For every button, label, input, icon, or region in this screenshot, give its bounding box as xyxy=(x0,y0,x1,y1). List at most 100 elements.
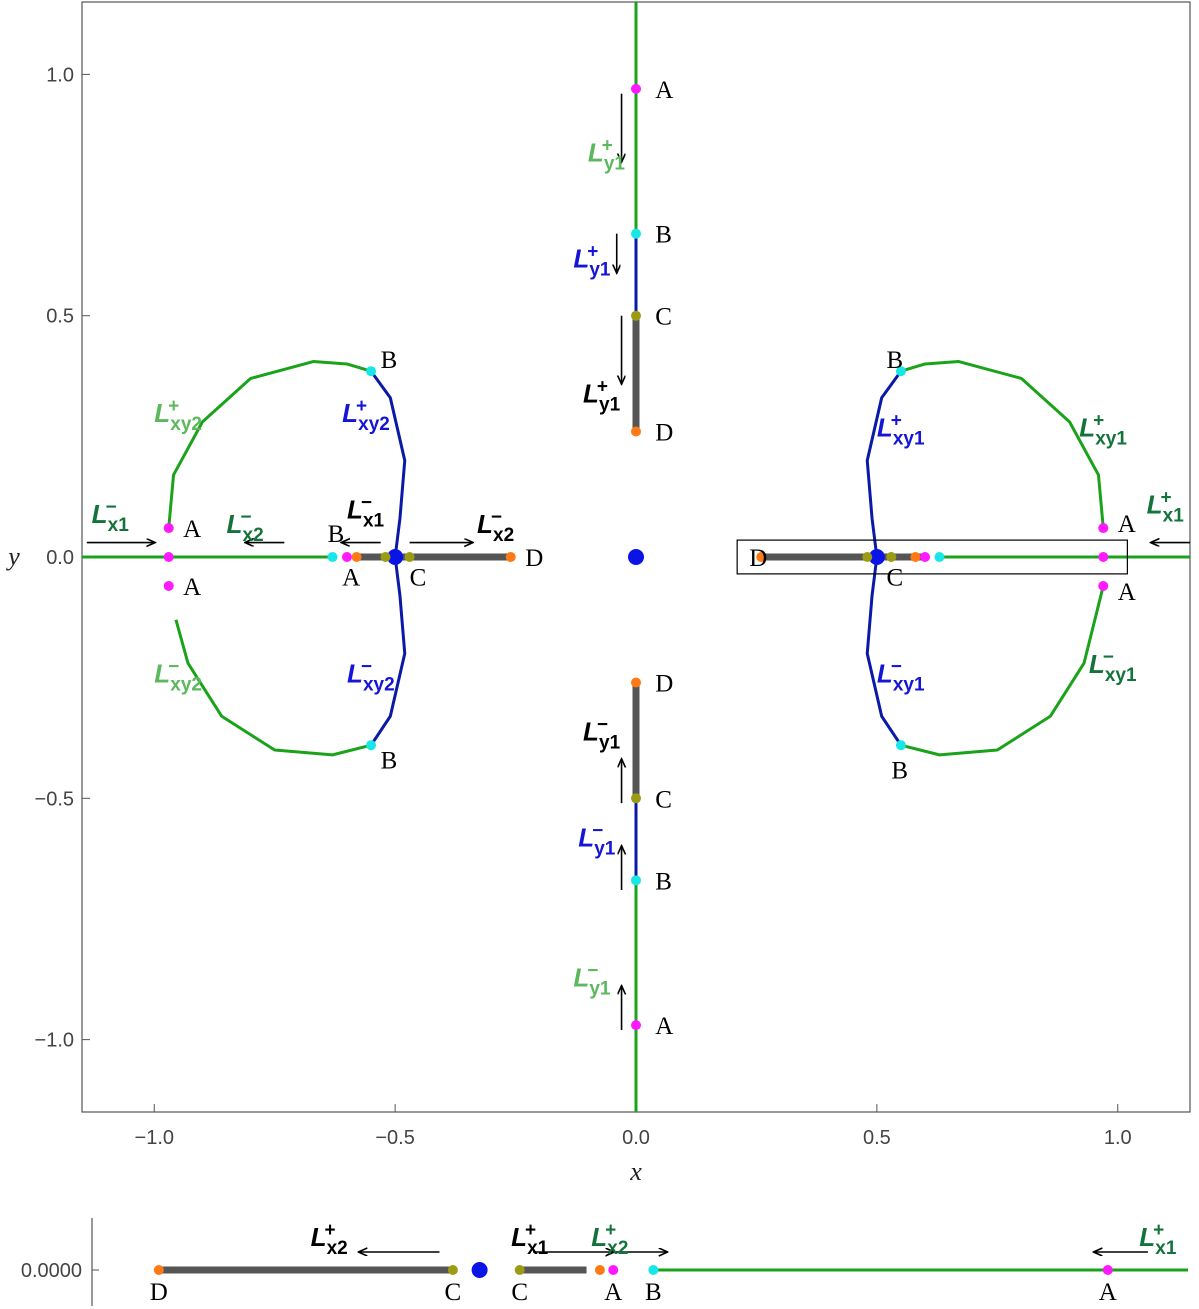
curve-label-sup: − xyxy=(361,656,372,677)
curve-label-sup: − xyxy=(361,492,372,513)
curve-label-sub: xy1 xyxy=(893,674,925,695)
curve-label: L−xy2 xyxy=(347,656,395,695)
curve-label-sup: − xyxy=(592,821,603,842)
curve-label-sub: xy2 xyxy=(170,414,202,435)
data-point xyxy=(163,580,174,591)
x-tick-label: 1.0 xyxy=(1104,1127,1132,1149)
curve-label-sub: x1 xyxy=(108,515,130,536)
data-point xyxy=(631,677,641,688)
curve-label: L+x1 xyxy=(511,1220,549,1259)
data-point xyxy=(341,552,352,562)
curve-label-sup: − xyxy=(491,507,502,528)
curve-label: L+y1 xyxy=(583,377,621,416)
data-point xyxy=(886,552,897,562)
curve-label-sub: x2 xyxy=(243,525,264,546)
curve-label-sup: + xyxy=(605,1220,616,1241)
curve-label-sub: y1 xyxy=(589,259,611,280)
curve-label-base: L xyxy=(511,1222,527,1252)
data-point xyxy=(163,523,174,534)
curve-label: L+y1 xyxy=(573,241,611,280)
curve-label-sub: x2 xyxy=(327,1238,348,1259)
inset-point xyxy=(648,1265,659,1275)
point-label: B xyxy=(887,347,904,374)
data-point xyxy=(1098,552,1109,562)
x-tick-label: 0.5 xyxy=(863,1127,891,1149)
point-label: D xyxy=(655,670,673,697)
data-point xyxy=(631,1020,641,1031)
point-label: B xyxy=(655,868,672,895)
point-label: A xyxy=(342,564,360,591)
y-axis-title: y xyxy=(5,542,20,571)
zoom-box xyxy=(736,539,1128,575)
curve-label-sup: + xyxy=(1161,488,1172,509)
curve-label-base: L xyxy=(154,398,170,428)
point-label: D xyxy=(749,545,767,572)
curve-label-sub: x1 xyxy=(1155,1238,1177,1259)
curve-label: L+xy1 xyxy=(1079,410,1127,449)
curve-label-sub: xy2 xyxy=(358,414,390,435)
curve-label: L+x1 xyxy=(1147,488,1185,527)
curve-label-sup: + xyxy=(602,135,613,156)
curve-label-sub: y1 xyxy=(589,979,611,1000)
curve-label: L−x1 xyxy=(347,492,385,531)
curve-label-sub: y1 xyxy=(594,839,616,860)
data-point xyxy=(366,366,377,377)
y-tick-label: 0.0 xyxy=(46,547,74,569)
inset-point xyxy=(153,1265,164,1275)
data-point xyxy=(631,426,641,437)
y-tick-label: 1.0 xyxy=(46,64,74,86)
curve-label-sup: + xyxy=(891,410,902,431)
curve-label-sup: + xyxy=(1153,1220,1164,1241)
curve-label: L−y1 xyxy=(583,714,621,753)
curve-label-sub: xy1 xyxy=(1095,428,1127,449)
curve-label-base: L xyxy=(1147,490,1163,520)
data-point xyxy=(1098,523,1109,534)
point-label: A xyxy=(655,1013,673,1040)
curve-label-sup: + xyxy=(587,241,598,262)
curve-segment xyxy=(900,585,1105,757)
curve-label-sup: + xyxy=(597,377,608,398)
curve-segment xyxy=(174,619,372,757)
point-label: A xyxy=(1118,579,1136,606)
curve-label: L+x2 xyxy=(311,1220,348,1259)
data-point xyxy=(895,366,906,377)
data-point xyxy=(631,310,641,321)
curve-label-sup: − xyxy=(891,656,902,677)
curve-label-base: L xyxy=(477,509,493,539)
curve-label-sup: + xyxy=(1093,410,1104,431)
curve-label-base: L xyxy=(578,823,594,853)
curve-label-base: L xyxy=(573,243,589,273)
curve-label-sub: xy2 xyxy=(170,674,202,695)
curve-label-sub: y1 xyxy=(599,732,621,753)
curve-label-base: L xyxy=(877,412,893,442)
point-label: D xyxy=(525,545,543,572)
data-point xyxy=(631,793,641,804)
inset-point xyxy=(471,1262,488,1278)
curve-label-base: L xyxy=(154,658,170,688)
curve-label-base: L xyxy=(583,716,599,746)
curve-label-sub: x2 xyxy=(607,1238,628,1259)
inset-point xyxy=(1102,1265,1113,1275)
inset-y-tick-label: 0.0000 xyxy=(21,1260,82,1282)
y-tick-label: −0.5 xyxy=(35,788,74,810)
data-point xyxy=(628,549,644,565)
curve-label: L+x1 xyxy=(1139,1220,1177,1259)
point-label: D xyxy=(655,420,673,447)
data-point xyxy=(404,552,415,562)
data-point xyxy=(631,875,641,886)
data-point xyxy=(327,552,338,562)
curve-label-sup: + xyxy=(324,1220,335,1241)
point-label: C xyxy=(655,786,672,813)
curve-label-sup: + xyxy=(356,396,367,417)
curve-label-sup: − xyxy=(168,656,179,677)
y-tick-label: −1.0 xyxy=(35,1030,74,1052)
curve-label-base: L xyxy=(1079,412,1095,442)
curve-label-sub: y1 xyxy=(604,153,626,174)
data-point xyxy=(868,549,885,565)
curve-label: L−x2 xyxy=(227,507,264,546)
curve-label-sub: y1 xyxy=(599,395,621,416)
point-label: A xyxy=(1118,511,1136,538)
curve-label-base: L xyxy=(1139,1222,1155,1252)
